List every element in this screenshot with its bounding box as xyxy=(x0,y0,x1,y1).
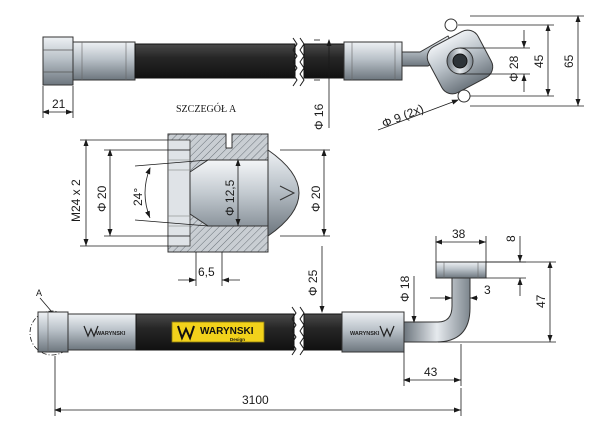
detail-caption: SZCZEGÓŁ A xyxy=(176,103,237,115)
dim-angle-24: 24° xyxy=(131,188,145,206)
elbow-flange xyxy=(435,261,487,279)
ferrule-brand-right: WARYNSKI xyxy=(350,331,380,337)
dim-phi16: Φ 16 xyxy=(312,103,326,130)
dim-8: 8 xyxy=(504,235,518,242)
bottom-hose-assembly: WARYNSKI WARYNSKI Design WARYNSKI xyxy=(29,261,487,356)
dim-3: 3 xyxy=(484,283,491,297)
brand-name: WARYNSKI xyxy=(200,326,254,337)
dim-holes: Φ 9 (2x) xyxy=(380,101,426,130)
flange-hole-bottom xyxy=(457,89,471,103)
dim-47: 47 xyxy=(534,294,548,308)
dim-phi12-5: Φ 12,5 xyxy=(223,179,237,216)
hex-nut xyxy=(42,36,74,86)
dim-65: 65 xyxy=(562,54,576,68)
brand-sub: Design xyxy=(230,337,245,342)
flange-hole-top xyxy=(444,18,458,32)
dim-thread: M24 x 2 xyxy=(69,179,83,222)
ferrule-left xyxy=(72,41,136,81)
dim-38: 38 xyxy=(452,227,466,241)
top-hose-assembly xyxy=(42,18,494,103)
dim-6-5: 6,5 xyxy=(198,265,215,279)
detail-a-marker: A xyxy=(36,288,42,298)
hose-body-top xyxy=(134,43,296,79)
dim-21: 21 xyxy=(52,97,66,111)
top-dimension-labels: 21 Φ 16 Φ 28 45 65 Φ 9 (2x) SZCZEGÓŁ A xyxy=(52,54,576,130)
brand-label xyxy=(171,321,265,343)
dim-phi20-right: Φ 20 xyxy=(309,185,323,212)
ferrule-brand-left: WARYNSKI xyxy=(96,331,126,337)
dim-45: 45 xyxy=(532,54,546,68)
detail-dimensions xyxy=(80,139,330,286)
dim-phi20-left: Φ 20 xyxy=(95,185,109,212)
dim-phi18: Φ 18 xyxy=(398,275,412,302)
top-dimensions xyxy=(42,15,584,131)
dim-3100: 3100 xyxy=(242,393,269,407)
dim-phi28: Φ 28 xyxy=(507,55,521,82)
dim-phi25: Φ 25 xyxy=(306,269,320,296)
detail-a-section xyxy=(167,133,300,253)
bottom-dimensions xyxy=(39,236,556,416)
dim-43: 43 xyxy=(424,365,438,379)
bottom-dimension-labels: A Φ 25 Φ 18 38 8 3 47 43 3100 xyxy=(36,227,548,407)
ferrule-right xyxy=(343,41,403,81)
detail-dimension-labels: M24 x 2 Φ 20 24° Φ 12,5 Φ 20 6,5 xyxy=(69,179,323,279)
